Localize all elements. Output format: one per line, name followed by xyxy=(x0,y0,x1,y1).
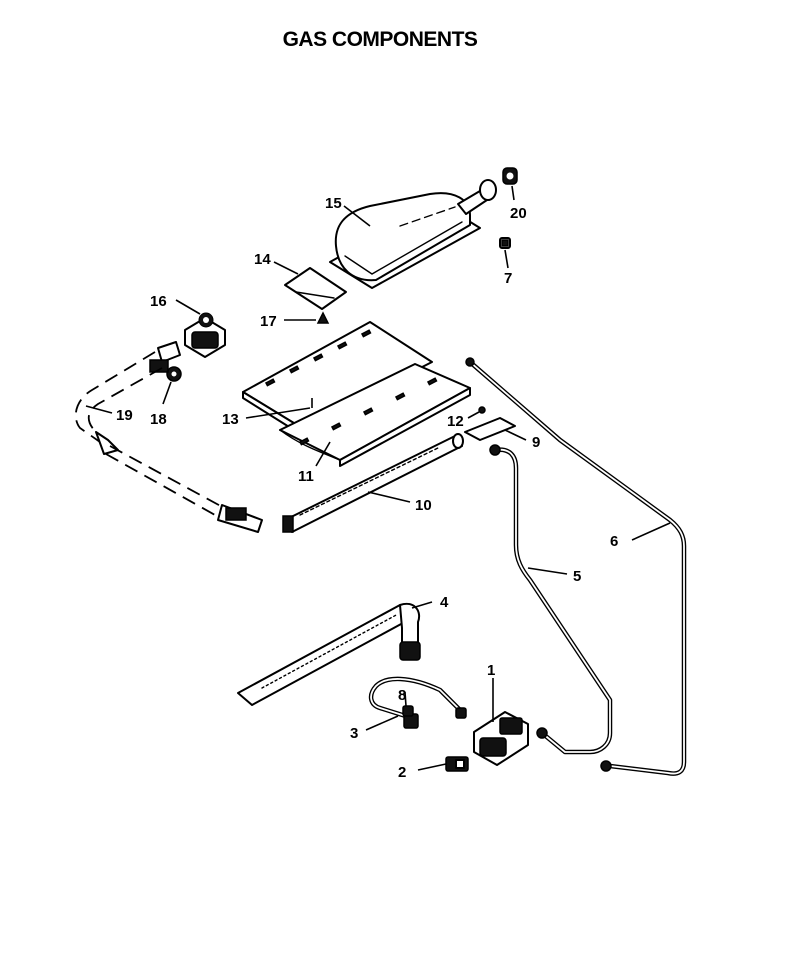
part-7-orifice xyxy=(499,237,511,249)
part-9-bracket xyxy=(464,417,516,441)
part-1-regulator xyxy=(473,711,529,766)
callout-5: 5 xyxy=(573,568,581,585)
callout-labels: 1 2 3 4 5 6 7 8 9 10 11 12 13 14 15 16 1… xyxy=(116,195,618,781)
callout-19: 19 xyxy=(116,407,133,424)
part-2-fitting xyxy=(445,756,469,772)
callout-13: 13 xyxy=(222,411,239,428)
callout-10: 10 xyxy=(415,497,432,514)
callout-11: 11 xyxy=(298,468,314,485)
part-4-burner-tube xyxy=(237,602,421,706)
page-title: GAS COMPONENTS xyxy=(282,28,478,51)
callout-20: 20 xyxy=(510,205,527,222)
part-15-broil-burner xyxy=(329,179,497,289)
callout-7: 7 xyxy=(504,270,512,287)
part-10-bake-burner xyxy=(282,433,464,533)
callout-3: 3 xyxy=(350,725,358,742)
callout-17: 17 xyxy=(260,313,277,330)
plate-slots xyxy=(264,329,438,446)
part-16-safety-valve xyxy=(184,312,226,358)
part-5-gas-tube xyxy=(489,444,613,755)
callout-16: 16 xyxy=(150,293,167,310)
part-11-baffle xyxy=(242,321,471,467)
callout-6: 6 xyxy=(610,533,618,550)
part-18-fitting xyxy=(166,366,182,382)
part-12-screw xyxy=(478,406,486,414)
callout-8: 8 xyxy=(398,687,406,704)
callout-14: 14 xyxy=(254,251,271,268)
callout-18: 18 xyxy=(150,411,167,428)
part-17-screw xyxy=(316,311,330,324)
part-19-bake-tube xyxy=(74,341,263,533)
callout-12: 12 xyxy=(447,413,464,430)
part-6-gas-tube xyxy=(465,357,687,776)
callout-15: 15 xyxy=(325,195,342,212)
callout-9: 9 xyxy=(532,434,540,451)
part-14-bracket xyxy=(284,267,347,310)
leader-lines xyxy=(85,185,671,771)
callout-2: 2 xyxy=(398,764,406,781)
part-8-fitting xyxy=(402,705,414,717)
part-20-orifice-nut xyxy=(502,167,518,185)
callout-1: 1 xyxy=(487,662,495,679)
callout-4: 4 xyxy=(440,594,449,611)
part-3-pipe xyxy=(368,676,467,729)
